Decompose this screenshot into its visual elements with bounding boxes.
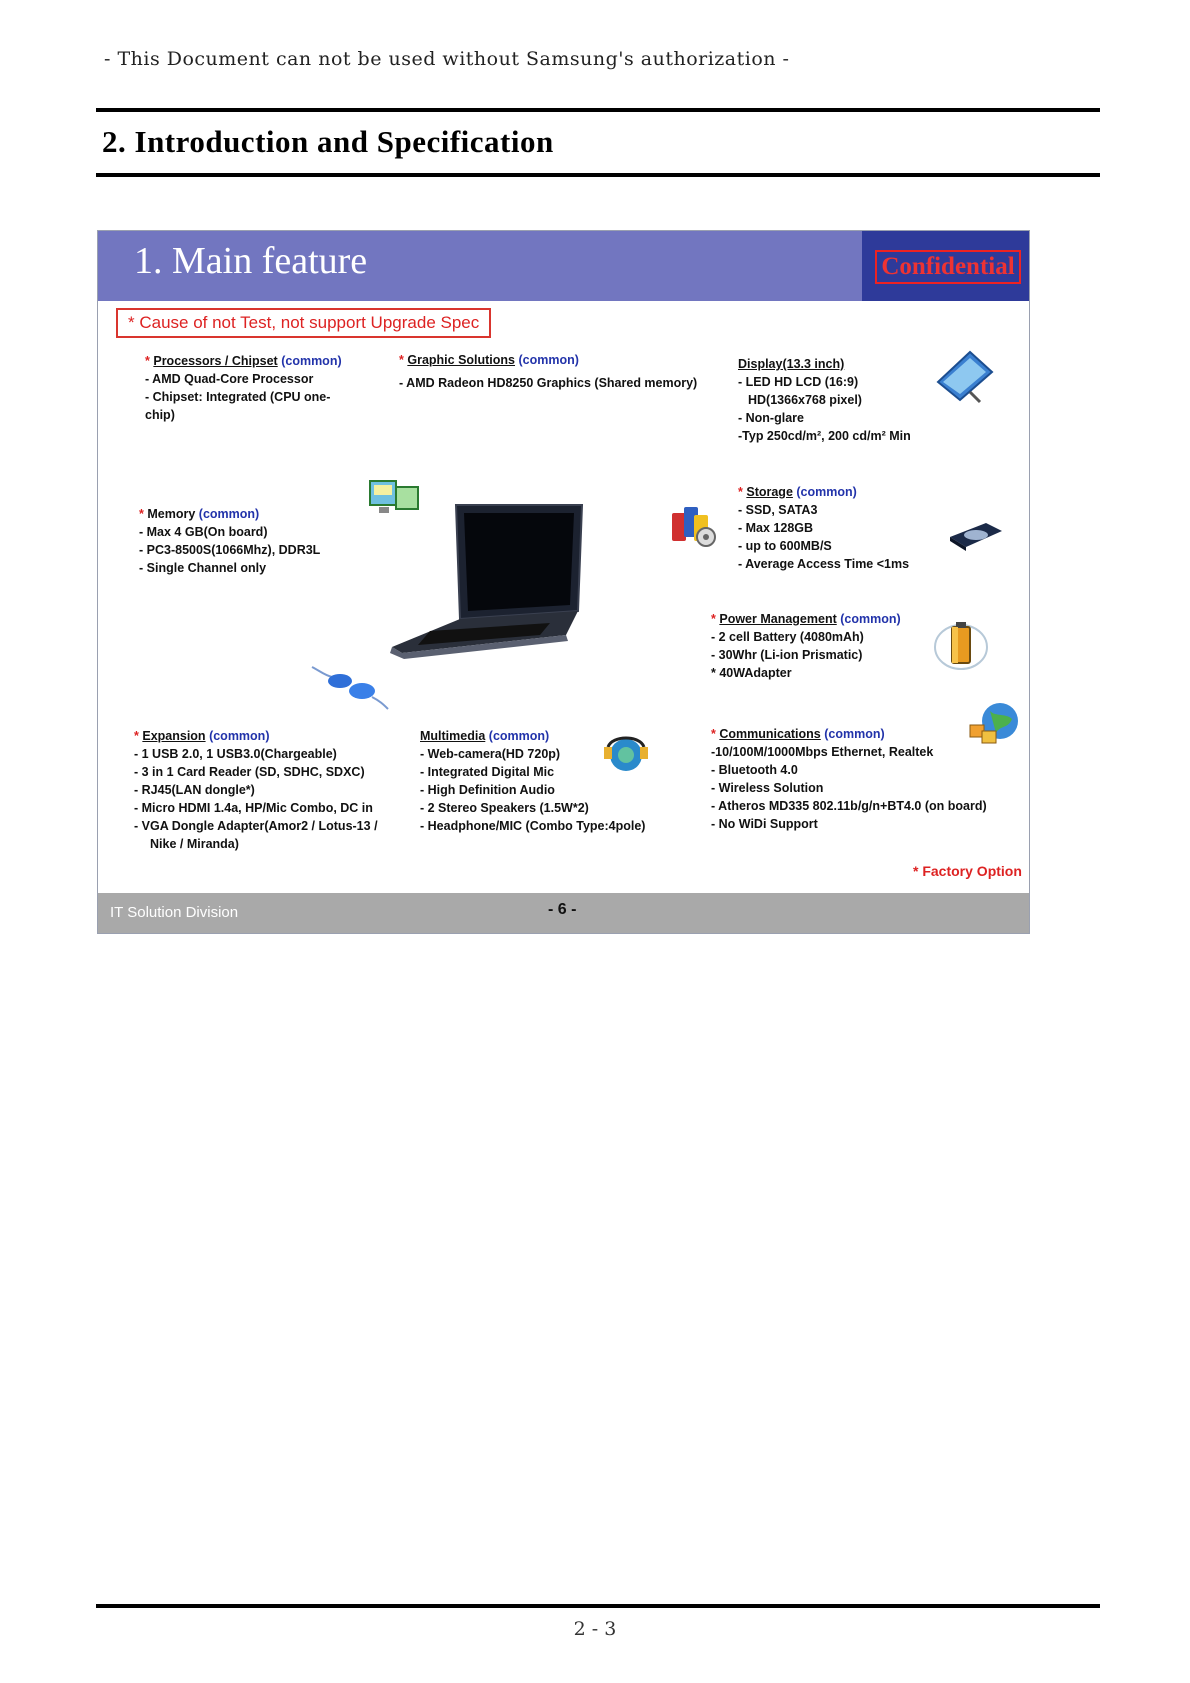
power-title: Power Management: [719, 612, 837, 626]
slide-header: 1. Main feature Confidential: [98, 231, 1029, 301]
battery-icon: [934, 622, 988, 670]
spec-line: - Web-camera(HD 720p): [420, 747, 561, 761]
laptop-image: [390, 504, 584, 659]
display-block: Display(13.3 inch) - LED HD LCD (16:9) H…: [738, 355, 911, 445]
spec-line: - Bluetooth 4.0: [711, 763, 798, 777]
spec-line: - Micro HDMI 1.4a, HP/Mic Combo, DC in: [134, 801, 373, 815]
common-tag: (common): [488, 729, 550, 743]
star-marker: *: [711, 612, 716, 626]
spec-line: - 30Whr (Li-ion Prismatic): [711, 648, 863, 662]
processors-title: Processors / Chipset: [153, 354, 278, 368]
communications-block: * Communications (common) -10/100M/1000M…: [711, 725, 987, 833]
spec-line: - 3 in 1 Card Reader (SD, SDHC, SDXC): [134, 765, 365, 779]
graphics-block: * Graphic Solutions (common) - AMD Radeo…: [399, 351, 697, 392]
graphics-title: Graphic Solutions: [407, 353, 516, 367]
monitor-icon: [369, 480, 419, 513]
common-tag: (common): [209, 729, 270, 743]
common-tag: (common): [281, 354, 342, 368]
division-label: IT Solution Division: [110, 904, 239, 921]
upgrade-warning: * Cause of not Test, not support Upgrade…: [116, 308, 492, 338]
spec-line: - Max 128GB: [738, 521, 814, 535]
power-block: * Power Management (common) - 2 cell Bat…: [711, 610, 901, 682]
spec-line: -10/100M/1000Mbps Ethernet, Realtek: [711, 745, 934, 759]
spec-line: - VGA Dongle Adapter(Amor2 / Lotus-13 /: [134, 819, 378, 833]
spec-line: - Average Access Time <1ms: [738, 557, 910, 571]
star-marker: *: [145, 354, 150, 368]
spec-line: - No WiDi Support: [711, 817, 818, 831]
spec-line: - Wireless Solution: [711, 781, 824, 795]
spec-line: -Typ 250cd/m², 200 cd/m² Min: [738, 429, 911, 443]
usb-dongle-icon: [311, 666, 389, 710]
storage-icon: [672, 507, 716, 547]
spec-line: chip): [145, 408, 175, 422]
optical-drive-icon: [950, 523, 1002, 551]
spec-line: - Non-glare: [738, 411, 804, 425]
common-tag: (common): [840, 612, 901, 626]
star-marker: *: [134, 729, 139, 743]
spec-line: - Single Channel only: [139, 561, 267, 575]
memory-title: Memory: [147, 507, 196, 521]
spec-line: - RJ45(LAN dongle*): [134, 783, 255, 797]
spec-line: - High Definition Audio: [420, 783, 555, 797]
spec-line: HD(1366x768 pixel): [748, 393, 862, 407]
multimedia-title: Multimedia: [420, 729, 486, 743]
authorization-notice: - This Document can not be used without …: [104, 48, 790, 70]
expansion-title: Expansion: [142, 729, 206, 743]
common-tag: (common): [824, 727, 885, 741]
spec-line: - PC3-8500S(1066Mhz), DDR3L: [139, 543, 321, 557]
spec-line: - 2 cell Battery (4080mAh): [711, 630, 864, 644]
slide: 1. Main feature Confidential * Cause of …: [97, 230, 1030, 934]
spec-line: - up to 600MB/S: [738, 539, 832, 553]
common-tag: (common): [518, 353, 579, 367]
spec-line: - LED HD LCD (16:9): [738, 375, 859, 389]
spec-line: - Headphone/MIC (Combo Type:4pole): [420, 819, 646, 833]
heading-rule: [96, 173, 1100, 177]
spec-line: Nike / Miranda): [150, 837, 239, 851]
storage-title: Storage: [746, 485, 793, 499]
slide-title: 1. Main feature: [134, 240, 368, 282]
page-number: 2 - 3: [573, 1618, 617, 1640]
memory-block: * Memory (common) - Max 4 GB(On board) -…: [139, 505, 320, 577]
expansion-block: * Expansion (common) - 1 USB 2.0, 1 USB3…: [134, 727, 378, 853]
display-title: Display(13.3 inch): [738, 357, 845, 371]
section-heading: 2. Introduction and Specification: [102, 124, 554, 159]
spec-line: - Integrated Digital Mic: [420, 765, 555, 779]
common-tag: (common): [198, 507, 260, 521]
headset-icon: [604, 736, 648, 771]
multimedia-block: Multimedia (common) - Web-camera(HD 720p…: [420, 727, 645, 835]
spec-line: - AMD Quad-Core Processor: [145, 372, 314, 386]
spec-line: - 2 Stereo Speakers (1.5W*2): [420, 801, 589, 815]
spec-line: - Chipset: Integrated (CPU one-: [145, 390, 331, 404]
top-rule: [96, 108, 1100, 112]
globe-icon: [969, 703, 1018, 744]
star-marker: *: [399, 353, 404, 367]
common-tag: (common): [796, 485, 857, 499]
spec-line: - SSD, SATA3: [738, 503, 818, 517]
display-panel-icon: [936, 350, 994, 404]
spec-line: - Max 4 GB(On board): [139, 525, 268, 539]
slide-page-number: - 6 -: [548, 901, 577, 918]
spec-line: * 40WAdapter: [711, 666, 792, 680]
communications-title: Communications: [719, 727, 821, 741]
star-marker: *: [139, 507, 144, 521]
bottom-rule: [96, 1604, 1100, 1608]
confidential-label: Confidential: [875, 250, 1021, 284]
confidential-box: Confidential: [862, 231, 1029, 301]
slide-footer: IT Solution Division - 6 -: [98, 893, 1029, 933]
spec-line: - AMD Radeon HD8250 Graphics (Shared mem…: [399, 376, 698, 390]
star-marker: *: [738, 485, 743, 499]
processors-block: * Processors / Chipset (common) - AMD Qu…: [145, 352, 370, 424]
spec-line: - Atheros MD335 802.11b/g/n+BT4.0 (on bo…: [711, 799, 987, 813]
storage-block: * Storage (common) - SSD, SATA3 - Max 12…: [738, 483, 909, 573]
spec-line: - 1 USB 2.0, 1 USB3.0(Chargeable): [134, 747, 337, 761]
factory-option-note: * Factory Option: [913, 863, 1022, 879]
star-marker: *: [711, 727, 716, 741]
